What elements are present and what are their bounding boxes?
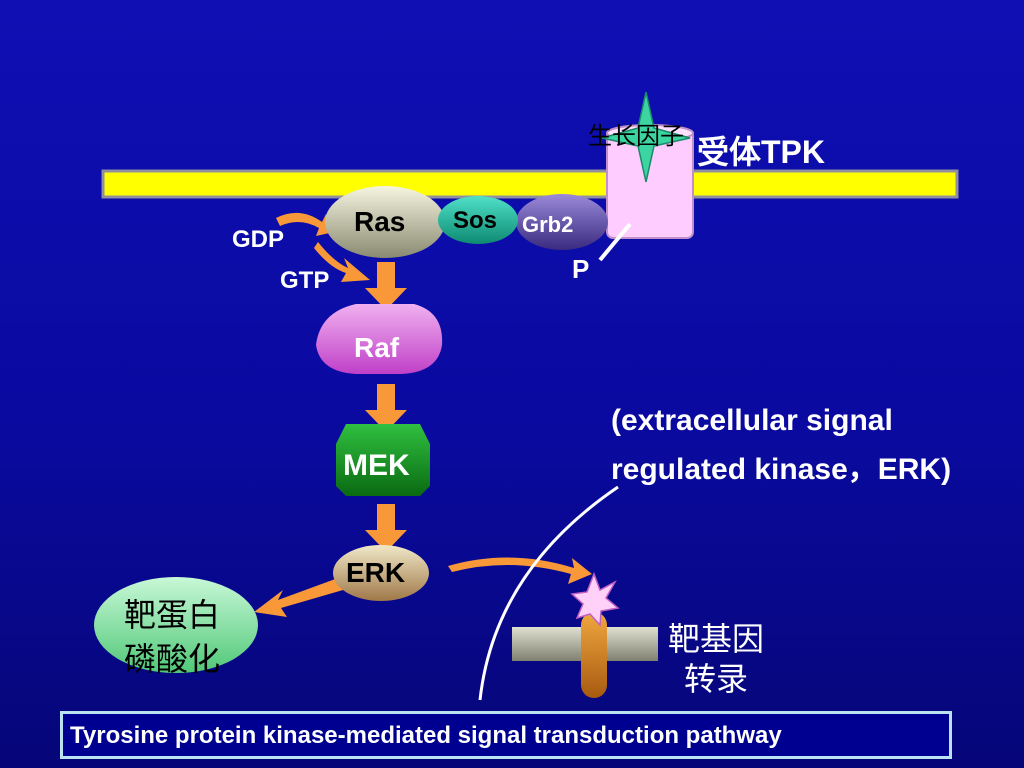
target-protein-label-1: 靶蛋白	[124, 596, 221, 634]
grb2-label: Grb2	[522, 212, 574, 237]
cell-membrane	[101, 169, 959, 199]
target-gene-label-2: 转录	[684, 660, 749, 698]
ras-label: Ras	[354, 206, 406, 237]
caption-text: Tyrosine protein kinase-mediated signal …	[70, 722, 782, 749]
grb2-node	[516, 194, 608, 250]
ras-node	[325, 186, 445, 258]
gdp-label: GDP	[232, 226, 285, 253]
raf-label: Raf	[354, 332, 400, 363]
gtp-label: GTP	[280, 267, 330, 294]
arrows	[254, 212, 592, 617]
erk-node	[333, 545, 429, 601]
sos-node	[438, 196, 518, 244]
growth-factor-label: 生长因子	[588, 122, 684, 150]
sos-label: Sos	[453, 207, 498, 234]
erk-annotation-line1: (extracellular signal	[611, 404, 893, 437]
target-protein-label-2: 磷酸化	[124, 640, 221, 678]
target-gene-label-1: 靶基因	[668, 620, 765, 658]
caption-box: Tyrosine protein kinase-mediated signal …	[60, 711, 952, 759]
phospho-label: P	[572, 254, 590, 284]
erk-annotation-line2: regulated kinase，ERK)	[611, 453, 952, 486]
annotation-pointer	[478, 485, 619, 701]
phospho-bond	[598, 222, 632, 262]
growth-factor-star	[601, 91, 691, 183]
gene-transcription-shape	[512, 571, 658, 698]
mek-label: MEK	[343, 449, 410, 482]
target-protein-node	[94, 577, 258, 673]
erk-label: ERK	[346, 557, 406, 588]
mek-node	[336, 424, 430, 496]
raf-node	[316, 304, 443, 374]
receptor-label: 受体TPK	[697, 134, 826, 170]
